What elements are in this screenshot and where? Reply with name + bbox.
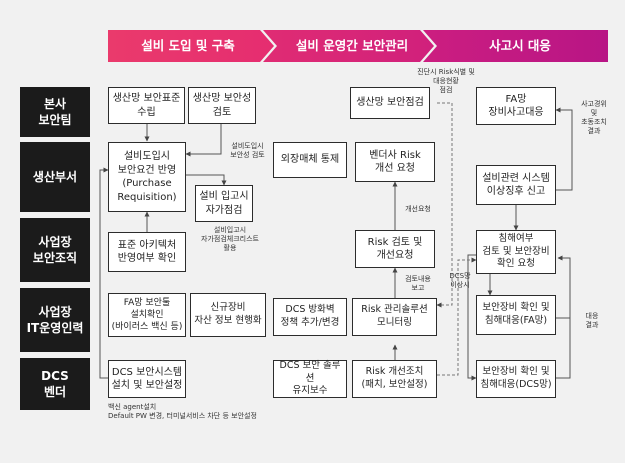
- phase-chevron-1: [108, 30, 274, 62]
- box-security-standard: 생산망 보안표준 수립: [108, 87, 185, 124]
- box-dcs-breach-response: 보안장비 확인 및 침해대응(DCS망): [476, 360, 556, 398]
- arrow-review-to-requirement: [185, 124, 222, 157]
- box-risk-monitoring: Risk 관리솔루션 모니터링: [352, 298, 437, 336]
- phase-banner: 설비 도입 및 구축 설비 운영간 보안관리 사고시 대응: [108, 30, 608, 62]
- box-vendor-risk-request: 벤더사 Risk 개선 요청: [355, 142, 435, 182]
- row-label-site-security: 사업장 보안조직: [20, 218, 90, 282]
- phase-chevron-2: [263, 30, 434, 62]
- note-response-result: 대응 결과: [585, 312, 599, 330]
- box-dcs-firewall-policy: DCS 방화벽 정책 추가/변경: [273, 298, 347, 336]
- note-review-on-install: 설비도입시 보안성 검토: [230, 142, 265, 160]
- box-risk-review: Risk 검토 및 개선요청: [355, 230, 435, 268]
- arrow-report-to-fa: [555, 107, 573, 191]
- note-improvement-request: 개선요청: [405, 205, 431, 213]
- box-dcs-security-setup: DCS 보안시스템 설치 및 보안설정: [108, 360, 186, 398]
- box-fa-incident-response: FA망 장비사고대응: [476, 87, 556, 125]
- box-fa-security-tool: FA망 보안툴 설치확인 (바이러스 백신 등): [108, 293, 186, 337]
- box-breach-check-request: 침해여부 검토 및 보안장비 확인 요청: [476, 230, 556, 274]
- note-incident-report: 사고경위 및 초동조치 결과: [581, 100, 607, 136]
- box-dcs-maintenance: DCS 보안 솔루션 유지보수: [273, 360, 347, 398]
- row-label-site-it: 사업장 IT운영인력: [20, 288, 90, 352]
- arrow-requirement-to-selfcheck: [186, 174, 227, 186]
- row-label-production: 생산부서: [20, 142, 90, 212]
- arrow-dcs-to-requirement: [99, 167, 109, 379]
- phase-chevron-3: [423, 30, 608, 62]
- arrow-breach-to-dcs-response: [467, 254, 477, 381]
- phase-label-install: 설비 도입 및 구축: [141, 38, 235, 53]
- box-risk-fix: Risk 개선조치 (패치, 보안설정): [352, 360, 437, 398]
- phase-label-incident: 사고시 대응: [489, 38, 551, 53]
- box-purchase-requirement: 설비도입시 보안요건 반영 (Purchase Requisition): [108, 142, 186, 212]
- note-review-report: 검토내용 보고: [405, 275, 431, 293]
- box-network-security-check: 생산망 보안점검: [350, 87, 430, 119]
- box-incoming-selfcheck: 설비 입고시 자가점검: [195, 185, 253, 222]
- phase-chevrons: [108, 30, 608, 62]
- box-architecture-check: 표준 아키텍처 반영여부 확인: [108, 232, 186, 272]
- box-fa-breach-response: 보안장비 확인 및 침해대응(FA망): [476, 295, 556, 335]
- note-selfcheck-checklist: 설비입고시 자가점검체크리스트 활용: [201, 226, 259, 253]
- phase-label-operation: 설비 운영간 보안관리: [295, 38, 409, 53]
- row-label-dcs-vendor: DCS 벤더: [20, 358, 90, 410]
- note-dcs-anomaly: DCS망 이상시: [449, 272, 471, 290]
- dashed-dcs-anomaly: [437, 257, 477, 376]
- box-anomaly-report: 설비관련 시스템 이상징후 신고: [476, 165, 556, 205]
- note-vendor-setup: 백신 agent설치 Default PW 변경, 터미널서비스 차단 등 보안…: [108, 403, 257, 421]
- box-asset-update: 신규장비 자산 정보 현행화: [190, 293, 266, 337]
- row-label-hq-security: 본사 보안팀: [20, 87, 90, 137]
- note-risk-identification: 진단시 Risk식별 및 대응현황 점검: [417, 68, 475, 95]
- box-external-media-control: 외장매체 통제: [273, 142, 347, 178]
- arrow-results-to-breach: [556, 317, 571, 379]
- box-security-review: 생산망 보안성 검토: [188, 87, 256, 124]
- dashed-check-to-monitoring: [436, 102, 453, 308]
- arrow-result-return: [557, 255, 571, 318]
